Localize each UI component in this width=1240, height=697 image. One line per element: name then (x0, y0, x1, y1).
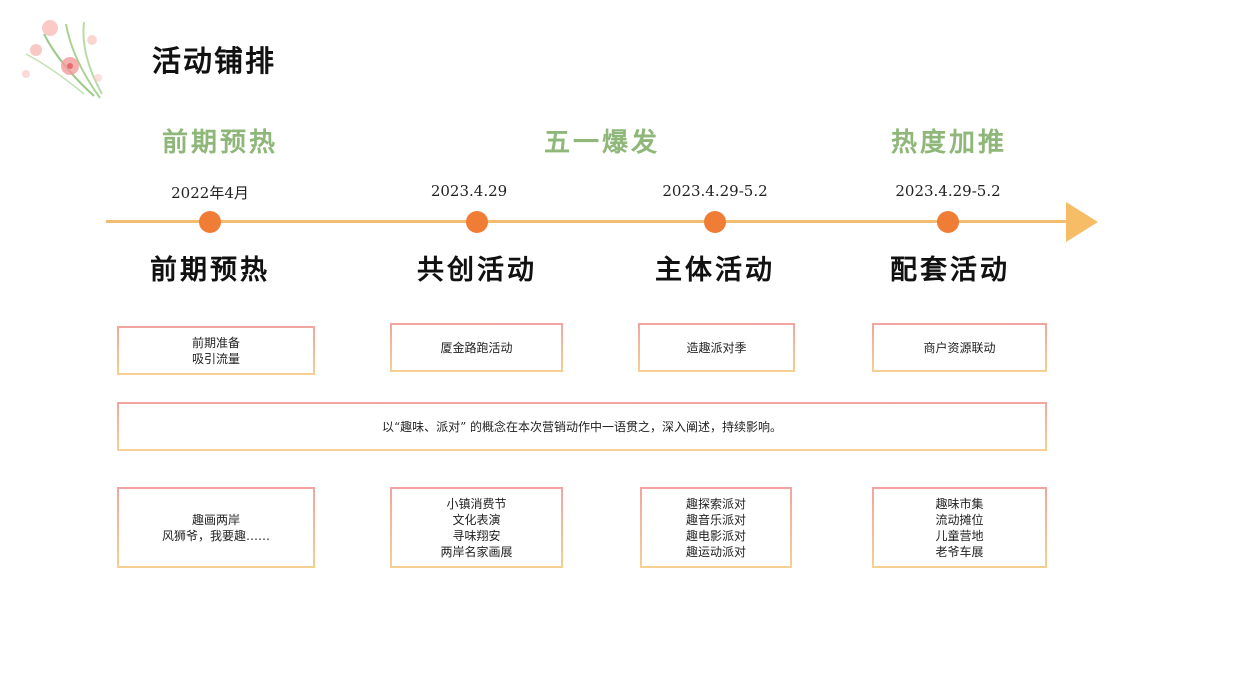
box-line: 流动摊位 (935, 512, 984, 527)
box-line: 趣味市集 (935, 496, 984, 511)
timeline-dot (466, 211, 488, 233)
stage-title-cocreate: 共创活动 (417, 255, 537, 286)
activity-box: 趣画两岸 风狮爷，我要趣…… (117, 487, 315, 568)
page-title: 活动铺排 (152, 44, 277, 78)
timeline-date-2: 2023.4.29 (430, 182, 508, 200)
activity-box: 造趣派对季 (638, 323, 795, 372)
stage-title-main: 主体活动 (655, 255, 775, 286)
box-line: 文化表演 (452, 512, 501, 527)
activity-box: 商户资源联动 (872, 323, 1047, 372)
timeline-line (106, 220, 1066, 223)
activity-box: 小镇消费节 文化表演 寻味翔安 两岸名家画展 (390, 487, 563, 568)
banner-text: 以“趣味、派对” 的概念在本次营销动作中一语贯之，深入阐述，持续影响。 (381, 419, 783, 434)
box-line: 趣音乐派对 (685, 512, 746, 527)
box-line: 吸引流量 (191, 351, 240, 366)
timeline-date-1: 2022年4月 (171, 184, 249, 202)
activity-box: 趣探索派对 趣音乐派对 趣电影派对 趣运动派对 (640, 487, 792, 568)
timeline-arrow-icon (1066, 202, 1098, 242)
timeline-date-3: 2023.4.29-5.2 (662, 182, 768, 200)
activity-box: 前期准备 吸引流量 (117, 326, 315, 375)
box-line: 老爷车展 (935, 544, 984, 559)
box-line: 趣画两岸 (191, 512, 240, 527)
concept-banner: 以“趣味、派对” 的概念在本次营销动作中一语贯之，深入阐述，持续影响。 (117, 402, 1047, 451)
stage-title-preheat: 前期预热 (150, 255, 270, 286)
stage-title-support: 配套活动 (890, 255, 1010, 286)
box-line: 商户资源联动 (923, 340, 996, 355)
box-line: 前期准备 (191, 335, 240, 350)
activity-box: 厦金路跑活动 (390, 323, 563, 372)
box-line: 寻味翔安 (452, 528, 501, 543)
box-line: 趣运动派对 (685, 544, 746, 559)
box-line: 趣探索派对 (685, 496, 746, 511)
box-line: 小镇消费节 (446, 496, 507, 511)
timeline-dot (937, 211, 959, 233)
timeline-date-4: 2023.4.29-5.2 (895, 182, 1001, 200)
flower-logo-icon (14, 14, 110, 104)
activity-box: 趣味市集 流动摊位 儿童营地 老爷车展 (872, 487, 1047, 568)
box-line: 两岸名家画展 (440, 544, 513, 559)
phase-label-preheat: 前期预热 (161, 128, 279, 158)
timeline-dot (704, 211, 726, 233)
box-line: 儿童营地 (935, 528, 984, 543)
box-line: 趣电影派对 (685, 528, 746, 543)
box-line: 风狮爷，我要趣…… (161, 528, 270, 543)
box-line: 造趣派对季 (686, 340, 747, 355)
timeline-dot (199, 211, 221, 233)
box-line: 厦金路跑活动 (440, 340, 513, 355)
phase-label-boost: 热度加推 (890, 128, 1008, 158)
phase-label-burst: 五一爆发 (543, 128, 661, 158)
